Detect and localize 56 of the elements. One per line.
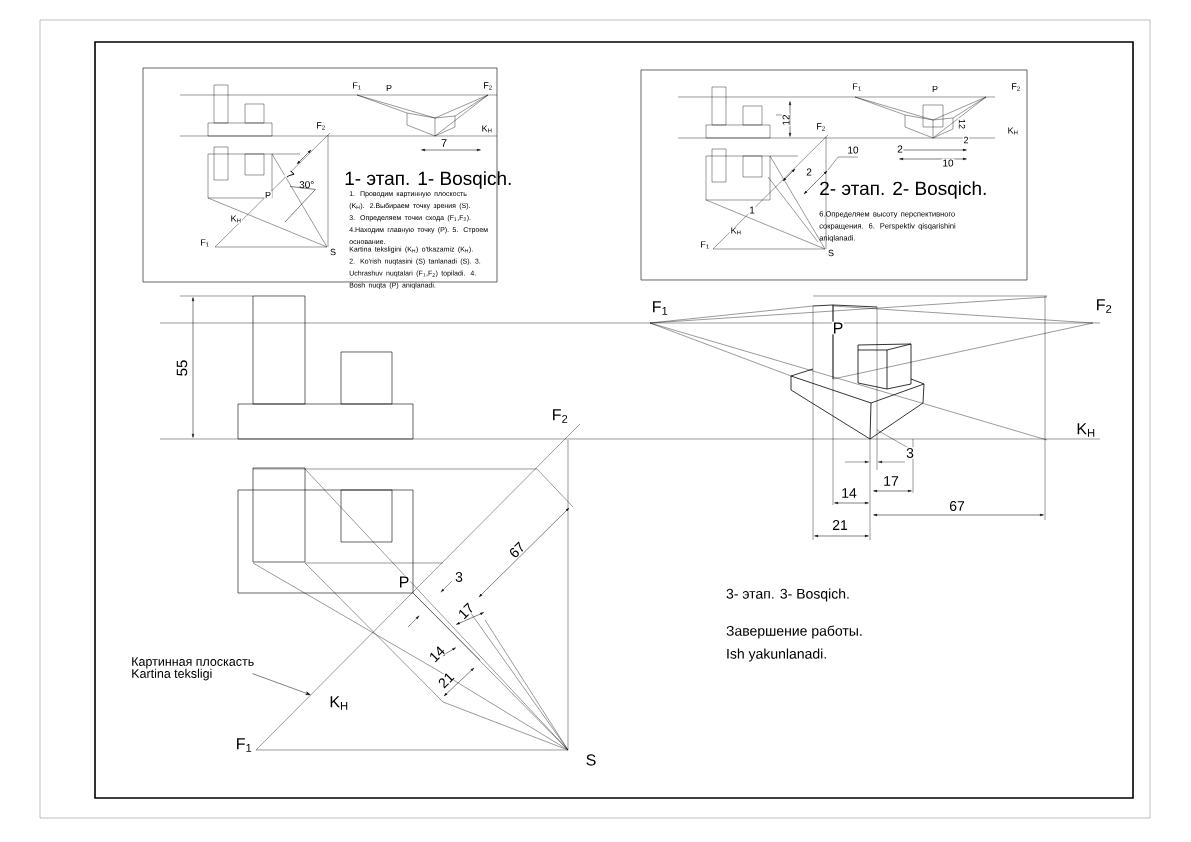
step-heading: 1- этап. 1- Bosqich. xyxy=(345,171,511,189)
point-label: F$_{1}$ xyxy=(234,737,254,753)
dimension-value: 12 xyxy=(781,113,791,127)
point-label: P xyxy=(385,84,393,92)
point-label: F$_{1}$ xyxy=(650,300,670,316)
leader-line xyxy=(252,673,311,695)
dimension-value: 2 xyxy=(962,136,970,144)
note-text: Завершение работы. xyxy=(726,625,862,639)
dimension-value: 2 xyxy=(805,167,813,177)
point-label: P xyxy=(931,85,939,93)
note-text: Ish yakunlanadi. xyxy=(727,648,826,662)
angle-label: 30° xyxy=(298,180,316,190)
dimension-value: 3 xyxy=(454,571,464,583)
point-label: F$_{1}$ xyxy=(199,238,211,248)
dimension-value: 2 xyxy=(896,144,904,154)
point-label: K$_{H}$ xyxy=(729,226,743,236)
point-label: S xyxy=(584,753,598,767)
dimension-value: 7 xyxy=(284,169,296,181)
point-label: S xyxy=(329,248,337,256)
point-label: F$_{2}$ xyxy=(550,408,570,424)
dimension-value: 67 xyxy=(948,500,966,512)
step-heading: 2- этап. 2- Bosqich. xyxy=(820,181,986,199)
point-label: K$_{H}$ xyxy=(480,124,494,134)
point-label: P xyxy=(831,321,845,335)
dimension-value: 3 xyxy=(905,447,915,459)
point-label: K$_{H}$ xyxy=(328,695,350,711)
point-label: F$_{1}$ xyxy=(851,82,863,92)
dimension-value: 1 xyxy=(748,205,756,215)
point-label: F$_{2}$ xyxy=(315,121,327,131)
dimension-value: 14 xyxy=(426,643,448,665)
point-label: S xyxy=(827,249,835,257)
point-label: F$_{2}$ xyxy=(815,122,827,132)
dimension-value: 10 xyxy=(846,145,860,155)
dimension-value: 14 xyxy=(840,487,858,499)
dimension-value: 10 xyxy=(941,158,955,168)
point-label: K$_{H}$ xyxy=(229,214,243,224)
callout-text: Картинная плоскасть Kartina teksligi xyxy=(132,657,254,681)
point-label: K$_{H}$ xyxy=(1006,126,1020,136)
dimension-value: 21 xyxy=(831,519,849,531)
point-label: F$_{2}$ xyxy=(1010,82,1022,92)
point-label: F$_{1}$ xyxy=(351,81,363,91)
dimension-value: 55 xyxy=(176,358,189,378)
point-label: F$_{2}$ xyxy=(1094,298,1114,314)
point-label: P xyxy=(264,191,272,199)
point-label: K$_{H}$ xyxy=(1075,422,1097,438)
dimension-value: 67 xyxy=(506,539,528,561)
point-label: P xyxy=(397,575,411,589)
leader-line xyxy=(284,186,316,223)
dimension-value: 17 xyxy=(455,600,477,622)
dimension-value: 17 xyxy=(882,475,900,487)
point-label: F$_{2}$ xyxy=(482,81,494,91)
step-heading: 3- этап. 3- Bosqich. xyxy=(726,588,849,602)
dimension-value: 21 xyxy=(435,669,457,691)
dimension-value: 7 xyxy=(440,138,448,148)
dimension-value: 12 xyxy=(958,118,966,130)
point-label: F$_{1}$ xyxy=(699,240,711,250)
